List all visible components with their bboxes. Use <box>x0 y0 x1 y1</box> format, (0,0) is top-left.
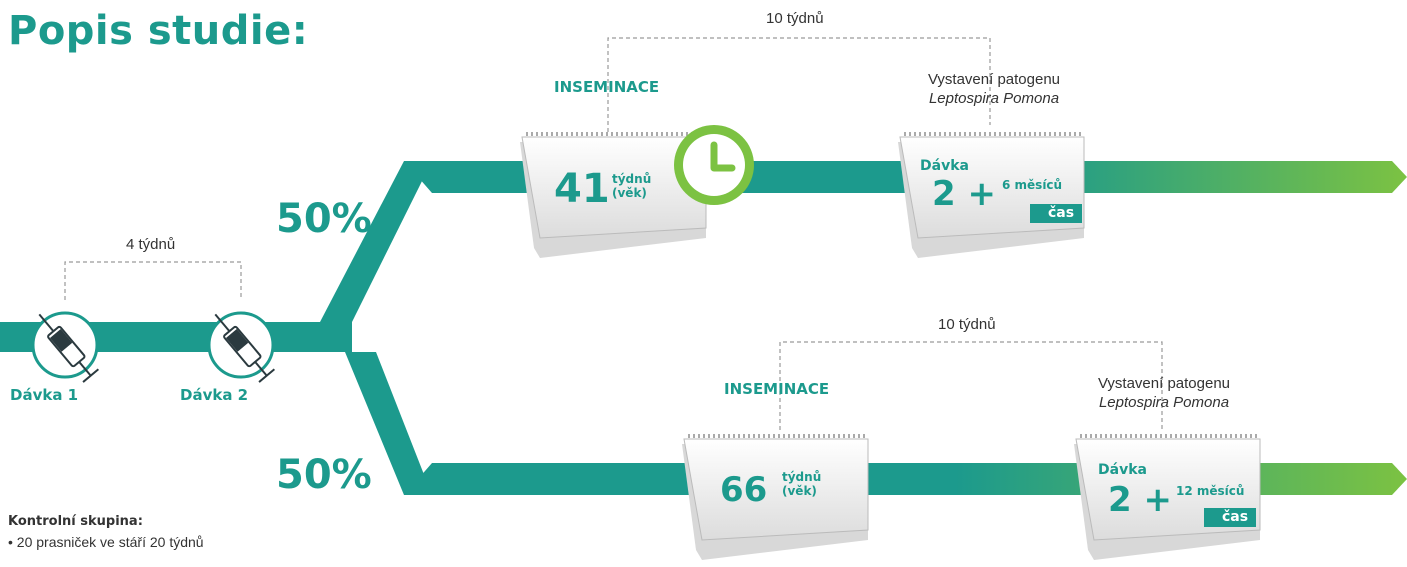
calendar-icon <box>682 434 869 560</box>
bottom-exposure-line1: Vystavení patogenu <box>1097 375 1231 392</box>
top-exposure-line2: Leptospira Pomona <box>928 90 1060 107</box>
bottom-dose-label: Dávka <box>1098 462 1147 478</box>
top-interval-label: 10 týdnů <box>766 10 824 27</box>
top-dose-value: 2 + <box>932 174 996 214</box>
top-age-unit: týdnů (věk) <box>612 172 652 200</box>
syringe-icon <box>207 311 276 383</box>
top-exposure-line1: Vystavení patogenu <box>927 71 1061 88</box>
top-age-value: 41 <box>554 166 610 212</box>
top-insemination-label: INSEMINACE <box>554 78 660 96</box>
bottom-interval-bracket <box>779 341 1163 430</box>
bottom-age-value: 66 <box>720 470 768 510</box>
top-exposure-label: Vystavení patogenu Leptospira Pomona <box>906 70 1082 108</box>
dose-2-label: Dávka 2 <box>180 386 249 404</box>
bottom-time-value: 12 měsíců <box>1176 484 1245 498</box>
top-split-percentage: 50% <box>276 196 372 242</box>
bottom-dose-value: 2 + <box>1108 480 1172 520</box>
interval-brackets <box>64 37 1163 430</box>
bottom-split-percentage: 50% <box>276 452 372 498</box>
syringe-icon <box>31 311 100 383</box>
bottom-age-unit: týdnů (věk) <box>782 470 822 498</box>
control-group-heading: Kontrolní skupina: <box>8 514 143 529</box>
bottom-insemination-label: INSEMINACE <box>724 380 830 398</box>
lower-branch-band <box>345 352 432 495</box>
top-dose-label: Dávka <box>920 158 969 174</box>
bottom-interval-label: 10 týdnů <box>938 316 996 333</box>
dose-1-label: Dávka 1 <box>10 386 79 404</box>
top-time-value: 6 měsíců <box>1002 178 1063 192</box>
page-title: Popis studie: <box>8 8 309 54</box>
top-interval-bracket <box>607 37 991 132</box>
dose-interval-bracket <box>64 261 242 300</box>
bottom-time-tag: čas <box>1204 508 1257 527</box>
upper-branch-band <box>320 161 432 322</box>
control-group-item: • 20 prasniček ve stáří 20 týdnů <box>8 534 204 550</box>
dose-interval-label: 4 týdnů <box>126 236 176 253</box>
clock-icon <box>674 125 754 205</box>
bottom-exposure-line2: Leptospira Pomona <box>1098 394 1230 411</box>
bottom-exposure-label: Vystavení patogenu Leptospira Pomona <box>1076 374 1252 412</box>
calendar-icon <box>520 132 707 258</box>
top-time-tag: čas <box>1030 204 1083 223</box>
